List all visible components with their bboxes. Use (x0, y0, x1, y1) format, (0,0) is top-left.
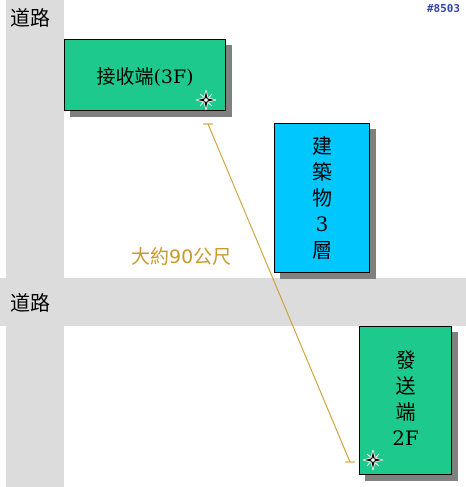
sender-char: 端 (395, 400, 416, 424)
sender-char: 發 (395, 348, 416, 372)
building-char: 層 (312, 238, 332, 262)
sender-box: 發 送 端 2F (359, 326, 452, 475)
building-char: 3 (315, 212, 329, 236)
wireless-link-line (207, 123, 351, 463)
road-label-top: 道路 (10, 6, 50, 30)
sender-char: 2F (392, 426, 419, 450)
antenna-icon (195, 89, 217, 111)
road-horizontal (0, 278, 466, 326)
road-vertical (6, 0, 64, 487)
sender-char: 送 (395, 374, 416, 398)
antenna-icon (362, 449, 384, 471)
building-char: 建 (312, 134, 332, 158)
building-box: 建 築 物 3 層 (274, 123, 370, 273)
building-char: 物 (312, 186, 332, 210)
distance-label: 大約90公尺 (130, 246, 233, 268)
receiver-label: 接收端(3F) (96, 65, 194, 88)
reference-id: #8503 (426, 2, 460, 15)
road-label-middle: 道路 (10, 291, 50, 315)
building-char: 築 (312, 160, 332, 184)
